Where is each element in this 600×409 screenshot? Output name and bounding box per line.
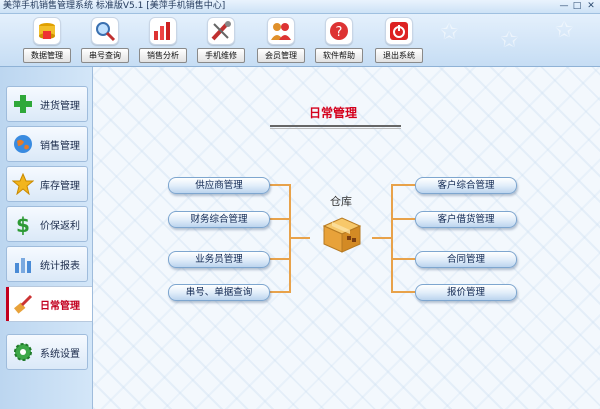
data-management-button[interactable]: 数据管理 [22, 17, 72, 63]
sidebar-item-purchase[interactable]: 进货管理 [6, 86, 88, 122]
sidebar-item-label: 日常管理 [40, 301, 80, 312]
sales-analysis-button[interactable]: 销售分析 [138, 17, 188, 63]
serial-query-button[interactable]: 串号查询 [80, 17, 130, 63]
page-title: 日常管理 [308, 106, 357, 120]
quotation-management-button[interactable]: 报价管理 [415, 284, 517, 301]
minimize-icon[interactable]: — [559, 1, 569, 11]
sidebar-item-daily-management[interactable]: 日常管理 [6, 286, 93, 322]
sidebar-item-label: 统计报表 [40, 261, 80, 272]
sidebar: 进货管理 销售管理 库存管理 $ 价保返利 统计报表 日常管理 系 [0, 67, 93, 409]
svg-text:$: $ [16, 213, 30, 235]
sidebar-item-label: 库存管理 [40, 181, 80, 192]
brush-icon [12, 293, 34, 315]
report-bars-icon [12, 253, 34, 275]
sidebar-item-system-settings[interactable]: 系统设置 [6, 334, 88, 370]
sidebar-item-reports[interactable]: 统计报表 [6, 246, 88, 282]
plus-icon [12, 93, 34, 115]
close-icon[interactable]: ✕ [587, 1, 595, 11]
star-icon [11, 172, 35, 196]
software-help-label: 软件帮助 [315, 48, 363, 63]
svg-text:?: ? [336, 25, 343, 40]
power-icon [385, 17, 413, 45]
exit-system-button[interactable]: 退出系统 [374, 17, 424, 63]
help-icon: ? [325, 17, 353, 45]
sidebar-item-label: 系统设置 [40, 349, 80, 360]
finance-management-button[interactable]: 财务综合管理 [168, 211, 270, 228]
warehouse-box-icon[interactable] [320, 214, 364, 254]
dollar-icon: $ [12, 213, 34, 237]
repair-tools-icon [207, 17, 235, 45]
globe-icon [12, 133, 34, 155]
main-toolbar: ✩ ✩ ✩ 数据管理 串号查询 销售分析 手机维修 会员管理 ? [0, 14, 600, 67]
data-management-label: 数据管理 [23, 48, 71, 63]
member-management-label: 会员管理 [257, 48, 305, 63]
magnifier-icon [91, 17, 119, 45]
window-title: 美萍手机销售管理系统 标准版V5.1 [美萍手机销售中心] [3, 1, 226, 11]
title-bar: 美萍手机销售管理系统 标准版V5.1 [美萍手机销售中心] — □ ✕ [0, 0, 600, 14]
warehouse-label: 仓库 [330, 195, 352, 208]
settings-gear-icon [12, 341, 34, 363]
sales-analysis-label: 销售分析 [139, 48, 187, 63]
member-management-button[interactable]: 会员管理 [256, 17, 306, 63]
sidebar-item-label: 进货管理 [40, 101, 80, 112]
title-divider [270, 125, 401, 127]
star-decoration-icon: ✩ [500, 28, 519, 53]
phone-repair-button[interactable]: 手机维修 [196, 17, 246, 63]
members-icon [267, 17, 295, 45]
sidebar-item-label: 销售管理 [40, 141, 80, 152]
sidebar-item-sales[interactable]: 销售管理 [6, 126, 88, 162]
serial-query-label: 串号查询 [81, 48, 129, 63]
sidebar-item-label: 价保返利 [40, 221, 80, 232]
software-help-button[interactable]: ? 软件帮助 [314, 17, 364, 63]
star-decoration-icon: ✩ [440, 20, 459, 45]
customer-management-button[interactable]: 客户综合管理 [415, 177, 517, 194]
bar-chart-icon [149, 17, 177, 45]
contract-management-button[interactable]: 合同管理 [415, 251, 517, 268]
phone-repair-label: 手机维修 [197, 48, 245, 63]
star-decoration-icon: ✩ [555, 18, 574, 43]
database-icon [33, 17, 61, 45]
sidebar-item-price-protection[interactable]: $ 价保返利 [6, 206, 88, 242]
exit-system-label: 退出系统 [375, 48, 423, 63]
sidebar-item-inventory[interactable]: 库存管理 [6, 166, 88, 202]
salesperson-management-button[interactable]: 业务员管理 [168, 251, 270, 268]
serial-document-query-button[interactable]: 串号、单据查询 [168, 284, 270, 301]
maximize-icon[interactable]: □ [572, 1, 582, 11]
supplier-management-button[interactable]: 供应商管理 [168, 177, 270, 194]
customer-borrowing-button[interactable]: 客户借货管理 [415, 211, 517, 228]
title-divider [270, 128, 401, 129]
